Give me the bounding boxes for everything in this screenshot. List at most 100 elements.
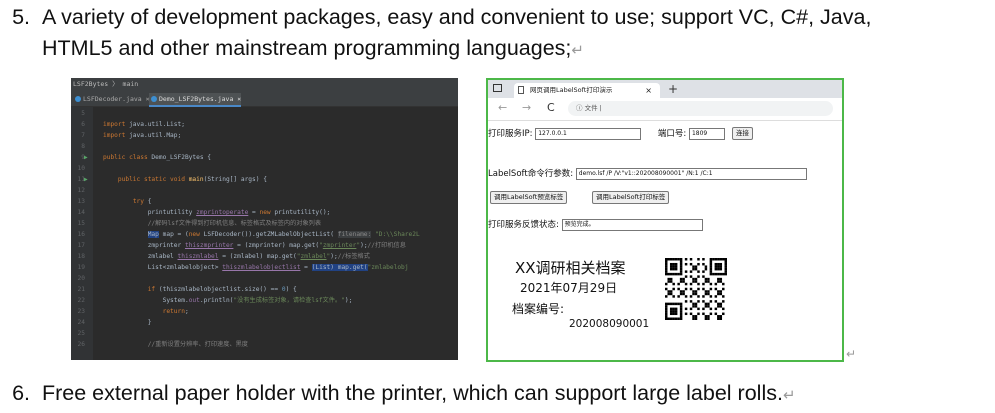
code-text: zmlabel thiszmlabel = (zmlabel) map.get(… (103, 253, 370, 260)
tab-label: Demo_LSF2Bytes.java (159, 95, 234, 103)
code-line: 6 import java.util.List; (71, 120, 458, 130)
line-number: 23 (77, 308, 85, 315)
ip-label: 打印服务IP: (488, 129, 533, 139)
code-line: 21 if (thiszmlabelobjectlist.size() == 0… (71, 285, 458, 295)
code-text: if (thiszmlabelobjectlist.size() == 0) { (147, 286, 297, 293)
label-preview-date: 2021年07月29日 (520, 281, 618, 295)
cmd-row: LabelSoft命令行参数: demo.lsf /P /V:"v1::2020… (488, 167, 807, 180)
browser-screenshot: 网页调用LabelSoft打印演示 × + ← → C ⓘ 文件 | 打印服务I… (486, 78, 844, 362)
list-text-line2-content: HTML5 and other mainstream programming l… (42, 36, 572, 60)
print-label-button: 调用LabelSoft打印标签 (592, 191, 670, 204)
line-gutter (71, 107, 93, 360)
code-line: 5 (71, 109, 458, 119)
line-number: 13 (77, 198, 85, 205)
code-line: 8 (71, 142, 458, 152)
code-text: } (103, 319, 152, 326)
ide-screenshot: LSF2Bytes 〉 main LSFDecoder.java × Demo_… (71, 78, 458, 360)
line-number: 17 (77, 242, 85, 249)
code-line: 18 zmlabel thiszmlabel = (zmlabel) map.g… (71, 252, 458, 262)
java-file-icon (75, 96, 81, 102)
return-mark-icon: ↵ (571, 42, 584, 59)
code-text: try { (132, 198, 152, 205)
code-text: Map map = (new LSFDecoder()).getZMLabelO… (147, 231, 420, 238)
code-line: 13 try { (71, 197, 458, 207)
line-number: 5 (81, 110, 85, 117)
port-label: 端口号: (657, 129, 687, 139)
line-number: 20 (77, 275, 85, 282)
code-line: 9▶public class Demo_LSF2Bytes { (71, 153, 458, 163)
breadcrumb: LSF2Bytes 〉 main (71, 78, 458, 91)
list-number: 6. (12, 381, 30, 405)
label-preview-title: XX调研相关档案 (515, 259, 626, 277)
code-text: //解码lsf文件得到打印机信息、标签格式及标签内的对象列表 (147, 220, 322, 227)
code-line: 24 } (71, 318, 458, 328)
line-number: 11 (77, 176, 85, 183)
new-tab-icon: + (668, 82, 679, 96)
code-line: 22 System.out.println("没有生成标签对象，请检查lsf文件… (71, 296, 458, 306)
list-text-line1: Free external paper holder with the prin… (42, 378, 796, 411)
code-line: 12 (71, 186, 458, 196)
url-field: ⓘ 文件 | (568, 101, 833, 116)
list-number: 5. (12, 5, 30, 29)
code-text: System.out.println("没有生成标签对象，请检查lsf文件。")… (103, 297, 353, 304)
tab-label: LSFDecoder.java (83, 95, 142, 103)
port-input: 1809 (688, 127, 725, 140)
line-number: 19 (77, 264, 85, 271)
cmd-input: demo.lsf /P /V:"v1::202008090001" /N:1 /… (575, 167, 807, 180)
line-number: 7 (81, 132, 85, 139)
address-bar: ← → C ⓘ 文件 | (488, 98, 842, 121)
connect-button: 连接 (732, 127, 753, 140)
code-text: public static void main(String[] args) { (117, 176, 267, 183)
return-mark-icon: ↵ (782, 387, 796, 404)
status-input: 预览完成。 (561, 218, 703, 231)
code-text: //重新设置分辨率、打印速度、黑度 (147, 341, 248, 348)
status-label: 打印服务反馈状态: (488, 220, 559, 230)
line-number: 24 (77, 319, 85, 326)
reload-icon: C (547, 101, 555, 114)
line-number: 6 (81, 121, 85, 128)
label-preview-number: 202008090001 (569, 318, 650, 330)
label-preview-archive: 档案编号: (512, 302, 565, 316)
line-number: 18 (77, 253, 85, 260)
list-text-line1: A variety of development packages, easy … (42, 5, 872, 29)
code-line: 17 zmprinter thiszmprinter = (zmprinter)… (71, 241, 458, 251)
line-number: 26 (77, 341, 85, 348)
code-line: 26 //重新设置分辨率、打印速度、黑度 (71, 340, 458, 350)
ip-input: 127.0.0.1 (535, 127, 642, 140)
close-icon: × (237, 95, 242, 103)
browser-tab-bar: 网页调用LabelSoft打印演示 × + (488, 80, 842, 98)
line-number: 9 (81, 154, 85, 161)
status-row: 打印服务反馈状态: 预览完成。 (488, 218, 703, 231)
close-icon: × (145, 95, 150, 103)
list-text-line1-content: Free external paper holder with the prin… (42, 381, 783, 405)
line-number: 8 (81, 143, 85, 150)
code-text: printutility zmprintoperate = new printu… (103, 209, 331, 216)
line-number: 10 (77, 165, 85, 172)
code-line: 16 Map map = (new LSFDecoder()).getZMLab… (71, 230, 458, 240)
code-text: import java.util.List; (103, 121, 185, 128)
window-icon (493, 84, 502, 92)
code-line: 14 printutility zmprintoperate = new pri… (71, 208, 458, 218)
browser-tab: 网页调用LabelSoft打印演示 × (514, 83, 660, 98)
code-line: 11▶ public static void main(String[] arg… (71, 175, 458, 185)
line-number: 14 (77, 209, 85, 216)
code-text: public class Demo_LSF2Bytes { (103, 154, 212, 161)
line-number: 15 (77, 220, 85, 227)
forward-icon: → (522, 101, 532, 114)
browser-tab-title: 网页调用LabelSoft打印演示 (530, 86, 613, 94)
line-number: 25 (77, 330, 85, 337)
cmd-label: LabelSoft命令行参数: (488, 169, 574, 179)
editor-tabs: LSFDecoder.java × Demo_LSF2Bytes.java × (71, 91, 458, 107)
line-number: 12 (77, 187, 85, 194)
code-line: 15 //解码lsf文件得到打印机信息、标签格式及标签内的对象列表 (71, 219, 458, 229)
run-icon: ▶ (84, 176, 88, 183)
code-text: List<zmlabelobject> thiszmlabelobjectlis… (103, 264, 409, 271)
back-icon: ← (498, 101, 508, 114)
list-text-line2: HTML5 and other mainstream programming l… (42, 33, 584, 66)
code-text: return; (162, 308, 189, 315)
code-line: 23 return; (71, 307, 458, 317)
line-number: 16 (77, 231, 85, 238)
return-mark-icon: ↵ (846, 347, 857, 361)
code-line: 20 (71, 274, 458, 284)
